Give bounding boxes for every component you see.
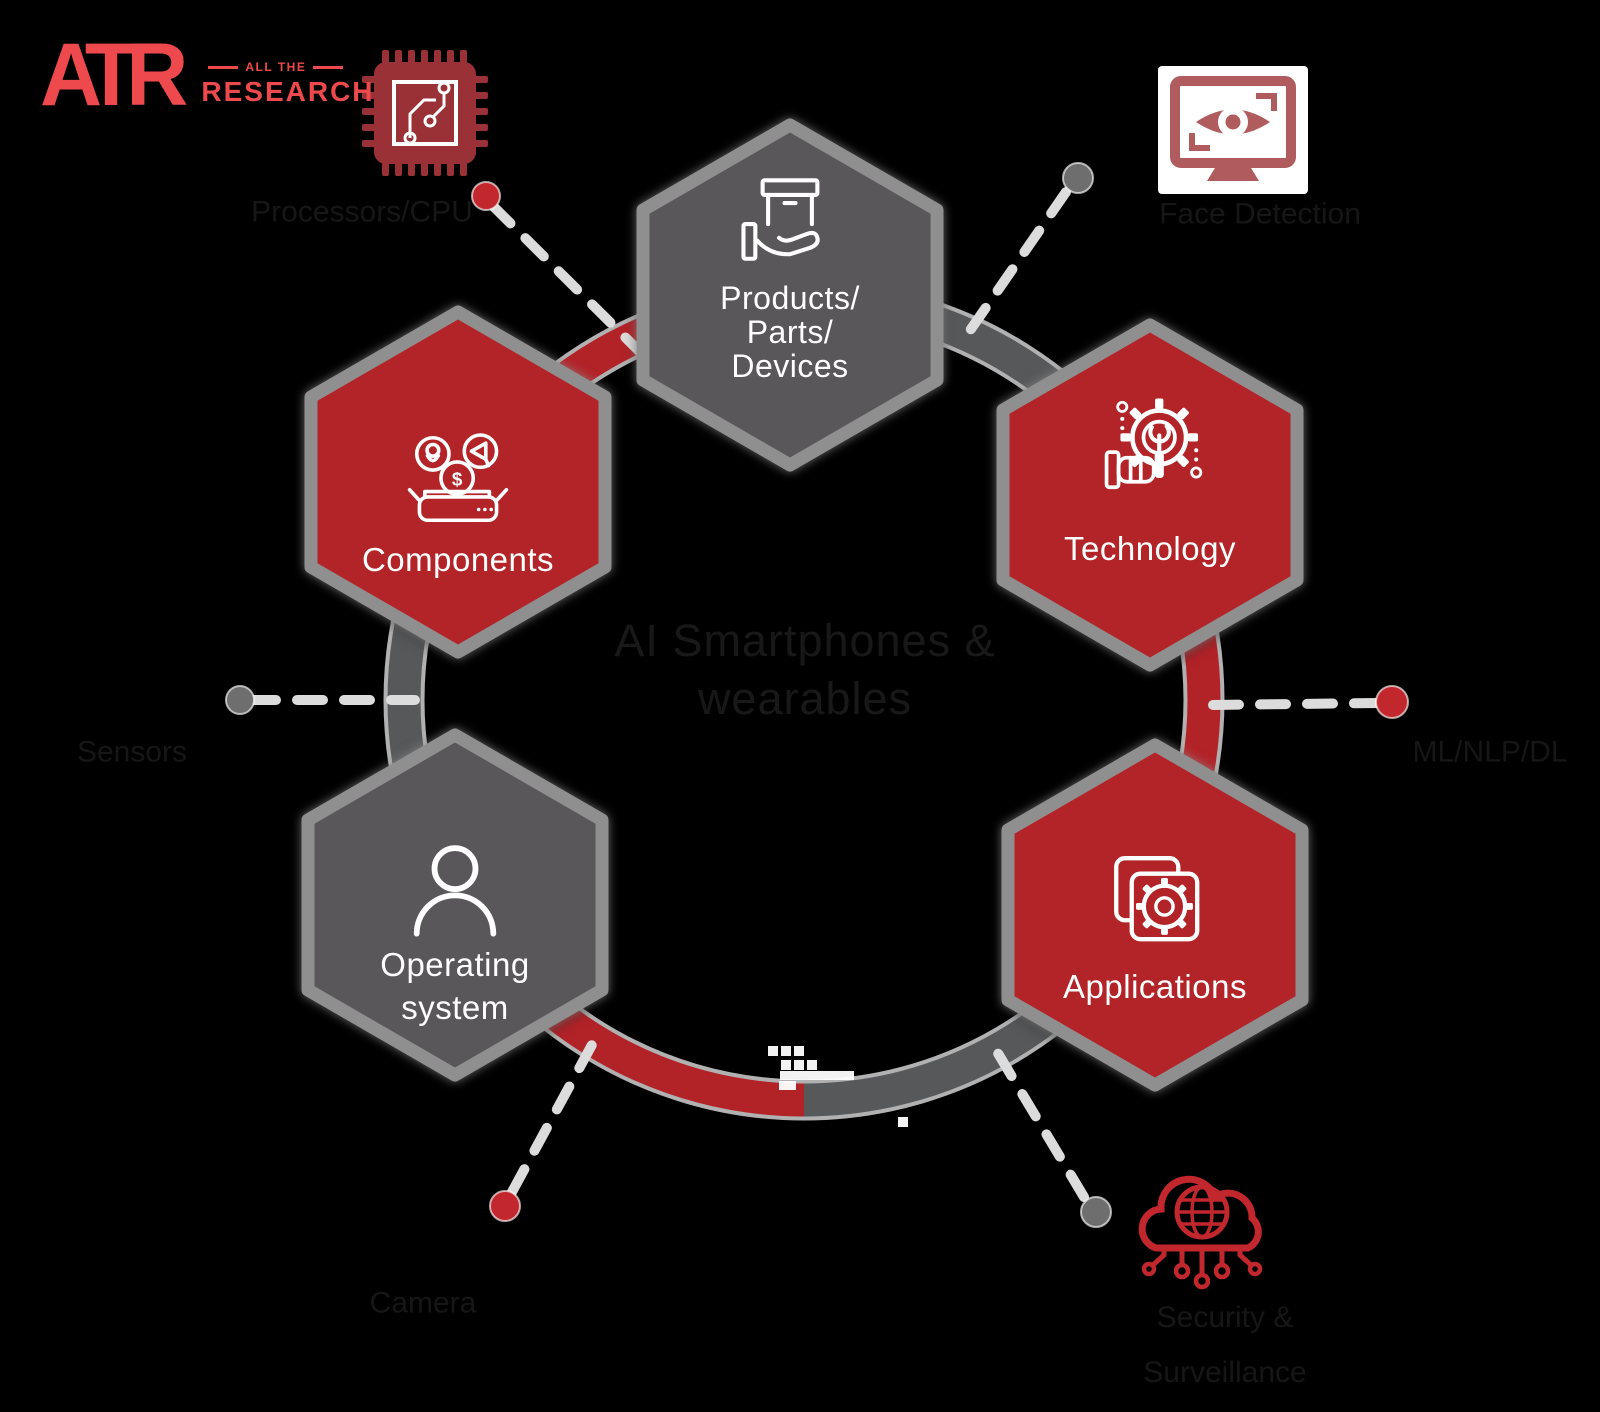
tagline-rule-left bbox=[208, 65, 239, 69]
label-camera: Camera bbox=[369, 1286, 477, 1320]
hexagon-components: $ Components bbox=[283, 292, 633, 672]
atr-logo: ATR ALL THE RESEARCH bbox=[40, 24, 375, 125]
logo-wordmark: ALL THE RESEARCH bbox=[201, 60, 374, 108]
label-processors: Processors/CPU bbox=[251, 195, 473, 229]
connector-dots bbox=[225, 162, 1409, 1228]
logo-tagline-top: ALL THE bbox=[201, 60, 374, 74]
hexagon-shape bbox=[301, 728, 609, 1082]
hexagon-label-os: Operating system bbox=[380, 946, 530, 1026]
apps-gear-icon bbox=[1114, 856, 1200, 942]
person-icon bbox=[413, 845, 497, 937]
eye-monitor-icon bbox=[1158, 66, 1308, 194]
hexagon-shape bbox=[996, 318, 1304, 672]
dot-processors bbox=[471, 181, 501, 211]
connector-lines bbox=[245, 187, 1385, 1202]
tagline-rule-right bbox=[313, 65, 344, 69]
label-face-detection: Face Detection bbox=[1159, 197, 1361, 231]
hexagon-applications: Applications bbox=[980, 725, 1330, 1105]
hexagon-technology: Technology bbox=[975, 305, 1325, 685]
hexagon-products: Products/ Parts/ Devices bbox=[615, 105, 965, 485]
dot-face-detection bbox=[1062, 162, 1094, 194]
pin-megaphone-money-icon: $ bbox=[407, 433, 509, 523]
bottom-white-marks bbox=[768, 1046, 908, 1127]
connector-face-detection bbox=[957, 187, 1071, 347]
label-ml-nlp: ML/NLP/DL bbox=[1412, 735, 1568, 769]
label-sensors: Sensors bbox=[76, 735, 188, 769]
logo-research-text: RESEARCH bbox=[201, 76, 375, 107]
cloud-network-icon bbox=[1138, 1175, 1263, 1290]
hexagon-label-components: Components bbox=[361, 541, 555, 578]
connector-processors bbox=[487, 200, 645, 357]
gear-wrench-hand-icon bbox=[1104, 398, 1203, 490]
connector-security bbox=[985, 1035, 1089, 1202]
dot-sensors bbox=[225, 685, 255, 715]
processor-chip-icon bbox=[362, 50, 488, 176]
hexagon-label-applications: Applications bbox=[1063, 968, 1247, 1005]
hexagon-shape bbox=[636, 118, 944, 472]
tagline-text: ALL THE bbox=[245, 60, 307, 74]
connector-camera bbox=[507, 1025, 605, 1197]
hexagon-label-technology: Technology bbox=[1064, 530, 1236, 567]
diagram-title: AI Smartphones & wearables bbox=[614, 615, 996, 724]
dot-ml-nlp bbox=[1375, 685, 1409, 719]
connector-ml-nlp bbox=[1205, 698, 1385, 710]
eye-monitor-glyph bbox=[1170, 76, 1296, 181]
label-security: Security & Surveillance bbox=[1143, 1301, 1307, 1389]
dot-security bbox=[1080, 1196, 1112, 1228]
hexagon-label-products: Products/ Parts/ Devices bbox=[720, 280, 860, 384]
hexagon-shape bbox=[304, 305, 612, 659]
hexagon-operating-system: Operating system bbox=[280, 715, 630, 1095]
dollar-glyph: $ bbox=[452, 468, 463, 489]
logo-monogram: ATR bbox=[40, 24, 188, 125]
hand-box-icon bbox=[741, 178, 820, 261]
dot-camera bbox=[489, 1190, 521, 1222]
